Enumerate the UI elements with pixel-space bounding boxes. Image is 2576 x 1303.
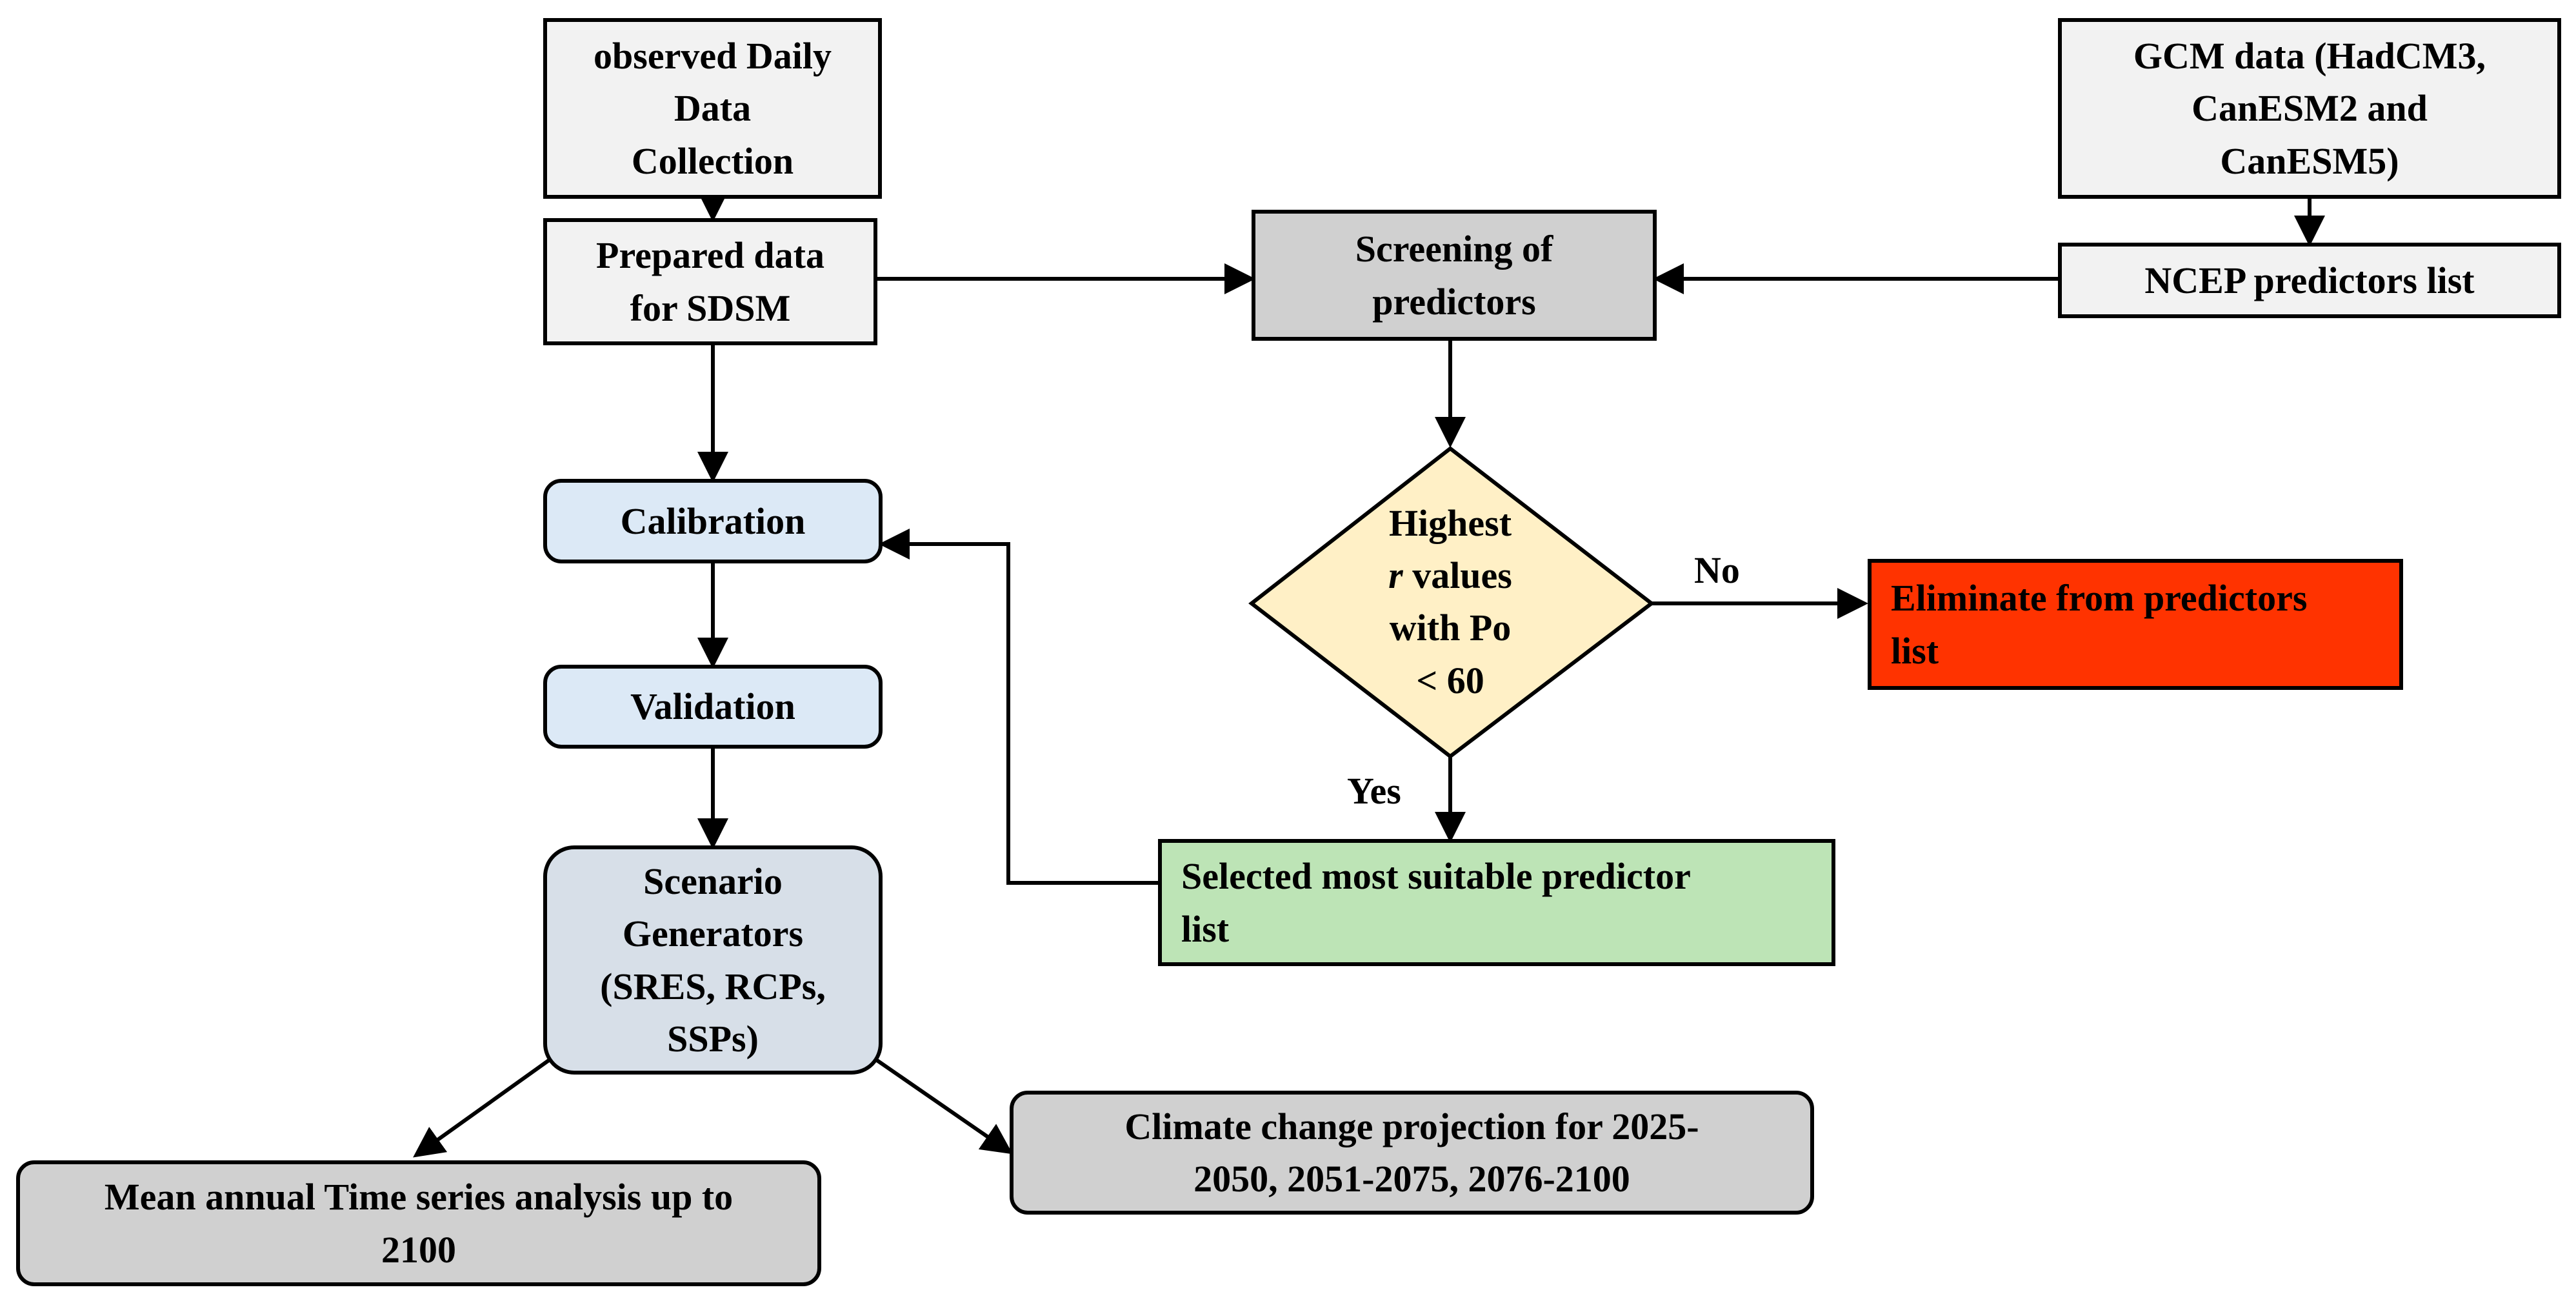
selected-predictor-box: Selected most suitable predictor list [1158,839,1835,966]
gcm-data-label: GCM data (HadCM3, CanESM2 and CanESM5) [2133,35,2486,182]
observed-data-label: observed Daily Data Collection [594,35,832,182]
decision-values: values [1403,554,1512,597]
decision-line2: r values [1310,549,1591,601]
screening-label: Screening of predictors [1355,228,1553,323]
decision-line4: < 60 [1416,659,1484,702]
selected-predictor-label: Selected most suitable predictor list [1181,855,1691,950]
scenario-generators-box: Scenario Generators (SRES, RCPs, SSPs) [543,845,883,1075]
edge-label-yes: Yes [1347,770,1401,812]
mean-annual-box: Mean annual Time series analysis up to 2… [16,1160,821,1286]
ncep-box: NCEP predictors list [2058,243,2561,318]
mean-annual-label: Mean annual Time series analysis up to 2… [104,1176,734,1271]
ncep-label: NCEP predictors list [2144,259,2475,301]
climate-projection-label: Climate change projection for 2025- 2050… [1124,1105,1699,1200]
validation-label: Validation [630,685,795,728]
climate-projection-box: Climate change projection for 2025- 2050… [1010,1091,1814,1215]
arrow-scenario-to-climate [875,1058,1013,1155]
eliminate-label: Eliminate from predictors list [1891,577,2308,672]
validation-box: Validation [543,665,883,749]
calibration-label: Calibration [620,500,806,542]
edge-label-no: No [1694,549,1740,591]
calibration-box: Calibration [543,479,883,563]
scenario-generators-label: Scenario Generators (SRES, RCPs, SSPs) [600,860,826,1060]
decision-line3: with Po [1389,607,1512,649]
decision-text: Highest r values with Po < 60 [1310,497,1591,707]
prepared-data-label: Prepared data for SDSM [596,234,824,329]
prepared-data-box: Prepared data for SDSM [543,218,877,345]
arrow-selected-to-calibration [879,529,1158,885]
decision-diamond [1248,446,1655,759]
eliminate-box: Eliminate from predictors list [1868,559,2403,690]
arrow-scenario-to-mean [413,1058,551,1158]
observed-data-box: observed Daily Data Collection [543,18,882,199]
decision-r: r [1388,554,1403,597]
decision-line1: Highest [1388,502,1512,544]
screening-box: Screening of predictors [1252,210,1657,341]
gcm-data-box: GCM data (HadCM3, CanESM2 and CanESM5) [2058,18,2561,199]
